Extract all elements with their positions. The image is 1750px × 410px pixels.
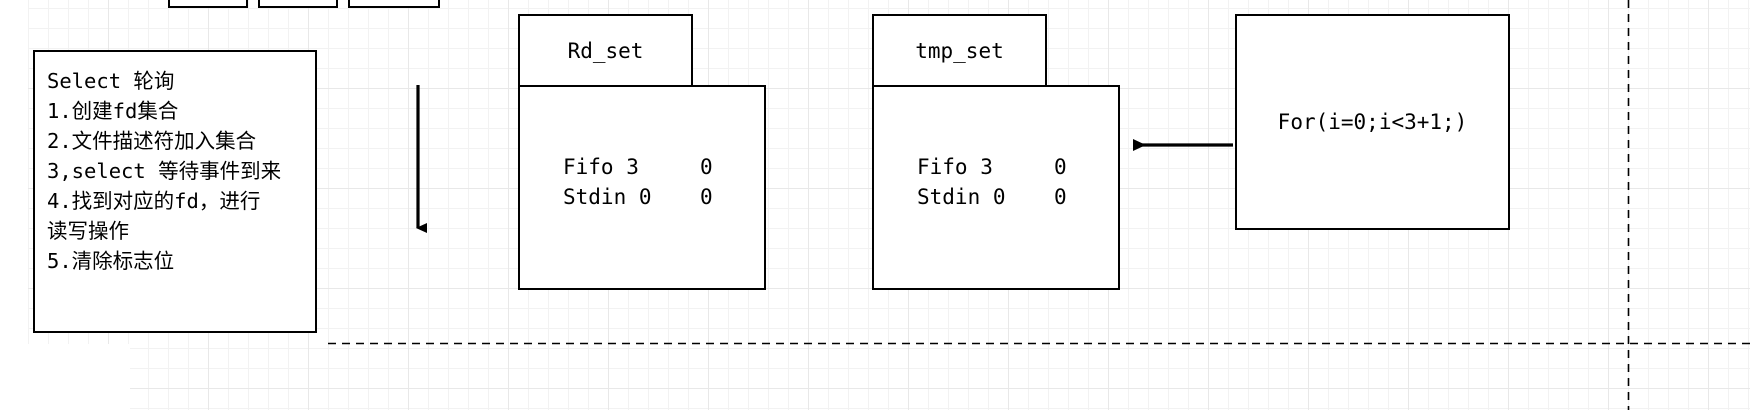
rd-set-body[interactable] <box>518 85 766 290</box>
note-line-3: 3,select 等待事件到来 <box>47 159 282 183</box>
tmp-set-row-1-name: Stdin 0 <box>917 185 1006 209</box>
note-line-2: 2.文件描述符加入集合 <box>47 129 257 153</box>
tmp-set-row-0-name: Fifo 3 <box>917 155 993 179</box>
select-note-box[interactable]: Select 轮询 1.创建fd集合 2.文件描述符加入集合 3,select … <box>33 50 317 333</box>
tmp-set-header[interactable]: tmp_set <box>872 14 1047 87</box>
note-line-6: 5.清除标志位 <box>47 249 175 273</box>
partial-box-2[interactable] <box>258 0 338 8</box>
rd-set-row-0-name: Fifo 3 <box>563 155 639 179</box>
tmp-set-title: tmp_set <box>915 38 1004 63</box>
rd-set-row-0-value: 0 <box>700 155 713 179</box>
note-line-0: Select 轮询 <box>47 69 175 93</box>
note-line-1: 1.创建fd集合 <box>47 99 179 123</box>
rd-set-header[interactable]: Rd_set <box>518 14 693 87</box>
for-loop-box[interactable]: For(i=0;i<3+1;) <box>1235 14 1510 230</box>
rd-set-row-1-name: Stdin 0 <box>563 185 652 209</box>
canvas-bottom-margin <box>0 344 130 410</box>
tmp-set-row-0-value: 0 <box>1054 155 1067 179</box>
note-line-5: 读写操作 <box>47 219 129 243</box>
tmp-set-body[interactable] <box>872 85 1120 290</box>
partial-box-3[interactable] <box>348 0 440 8</box>
canvas-left-margin <box>0 0 28 410</box>
tmp-set-row-1-value: 0 <box>1054 185 1067 209</box>
note-line-4: 4.找到对应的fd，进行 <box>47 189 261 213</box>
rd-set-title: Rd_set <box>567 38 644 63</box>
partial-box-1[interactable] <box>168 0 248 8</box>
for-loop-label: For(i=0;i<3+1;) <box>1277 110 1468 134</box>
rd-set-row-1-value: 0 <box>700 185 713 209</box>
